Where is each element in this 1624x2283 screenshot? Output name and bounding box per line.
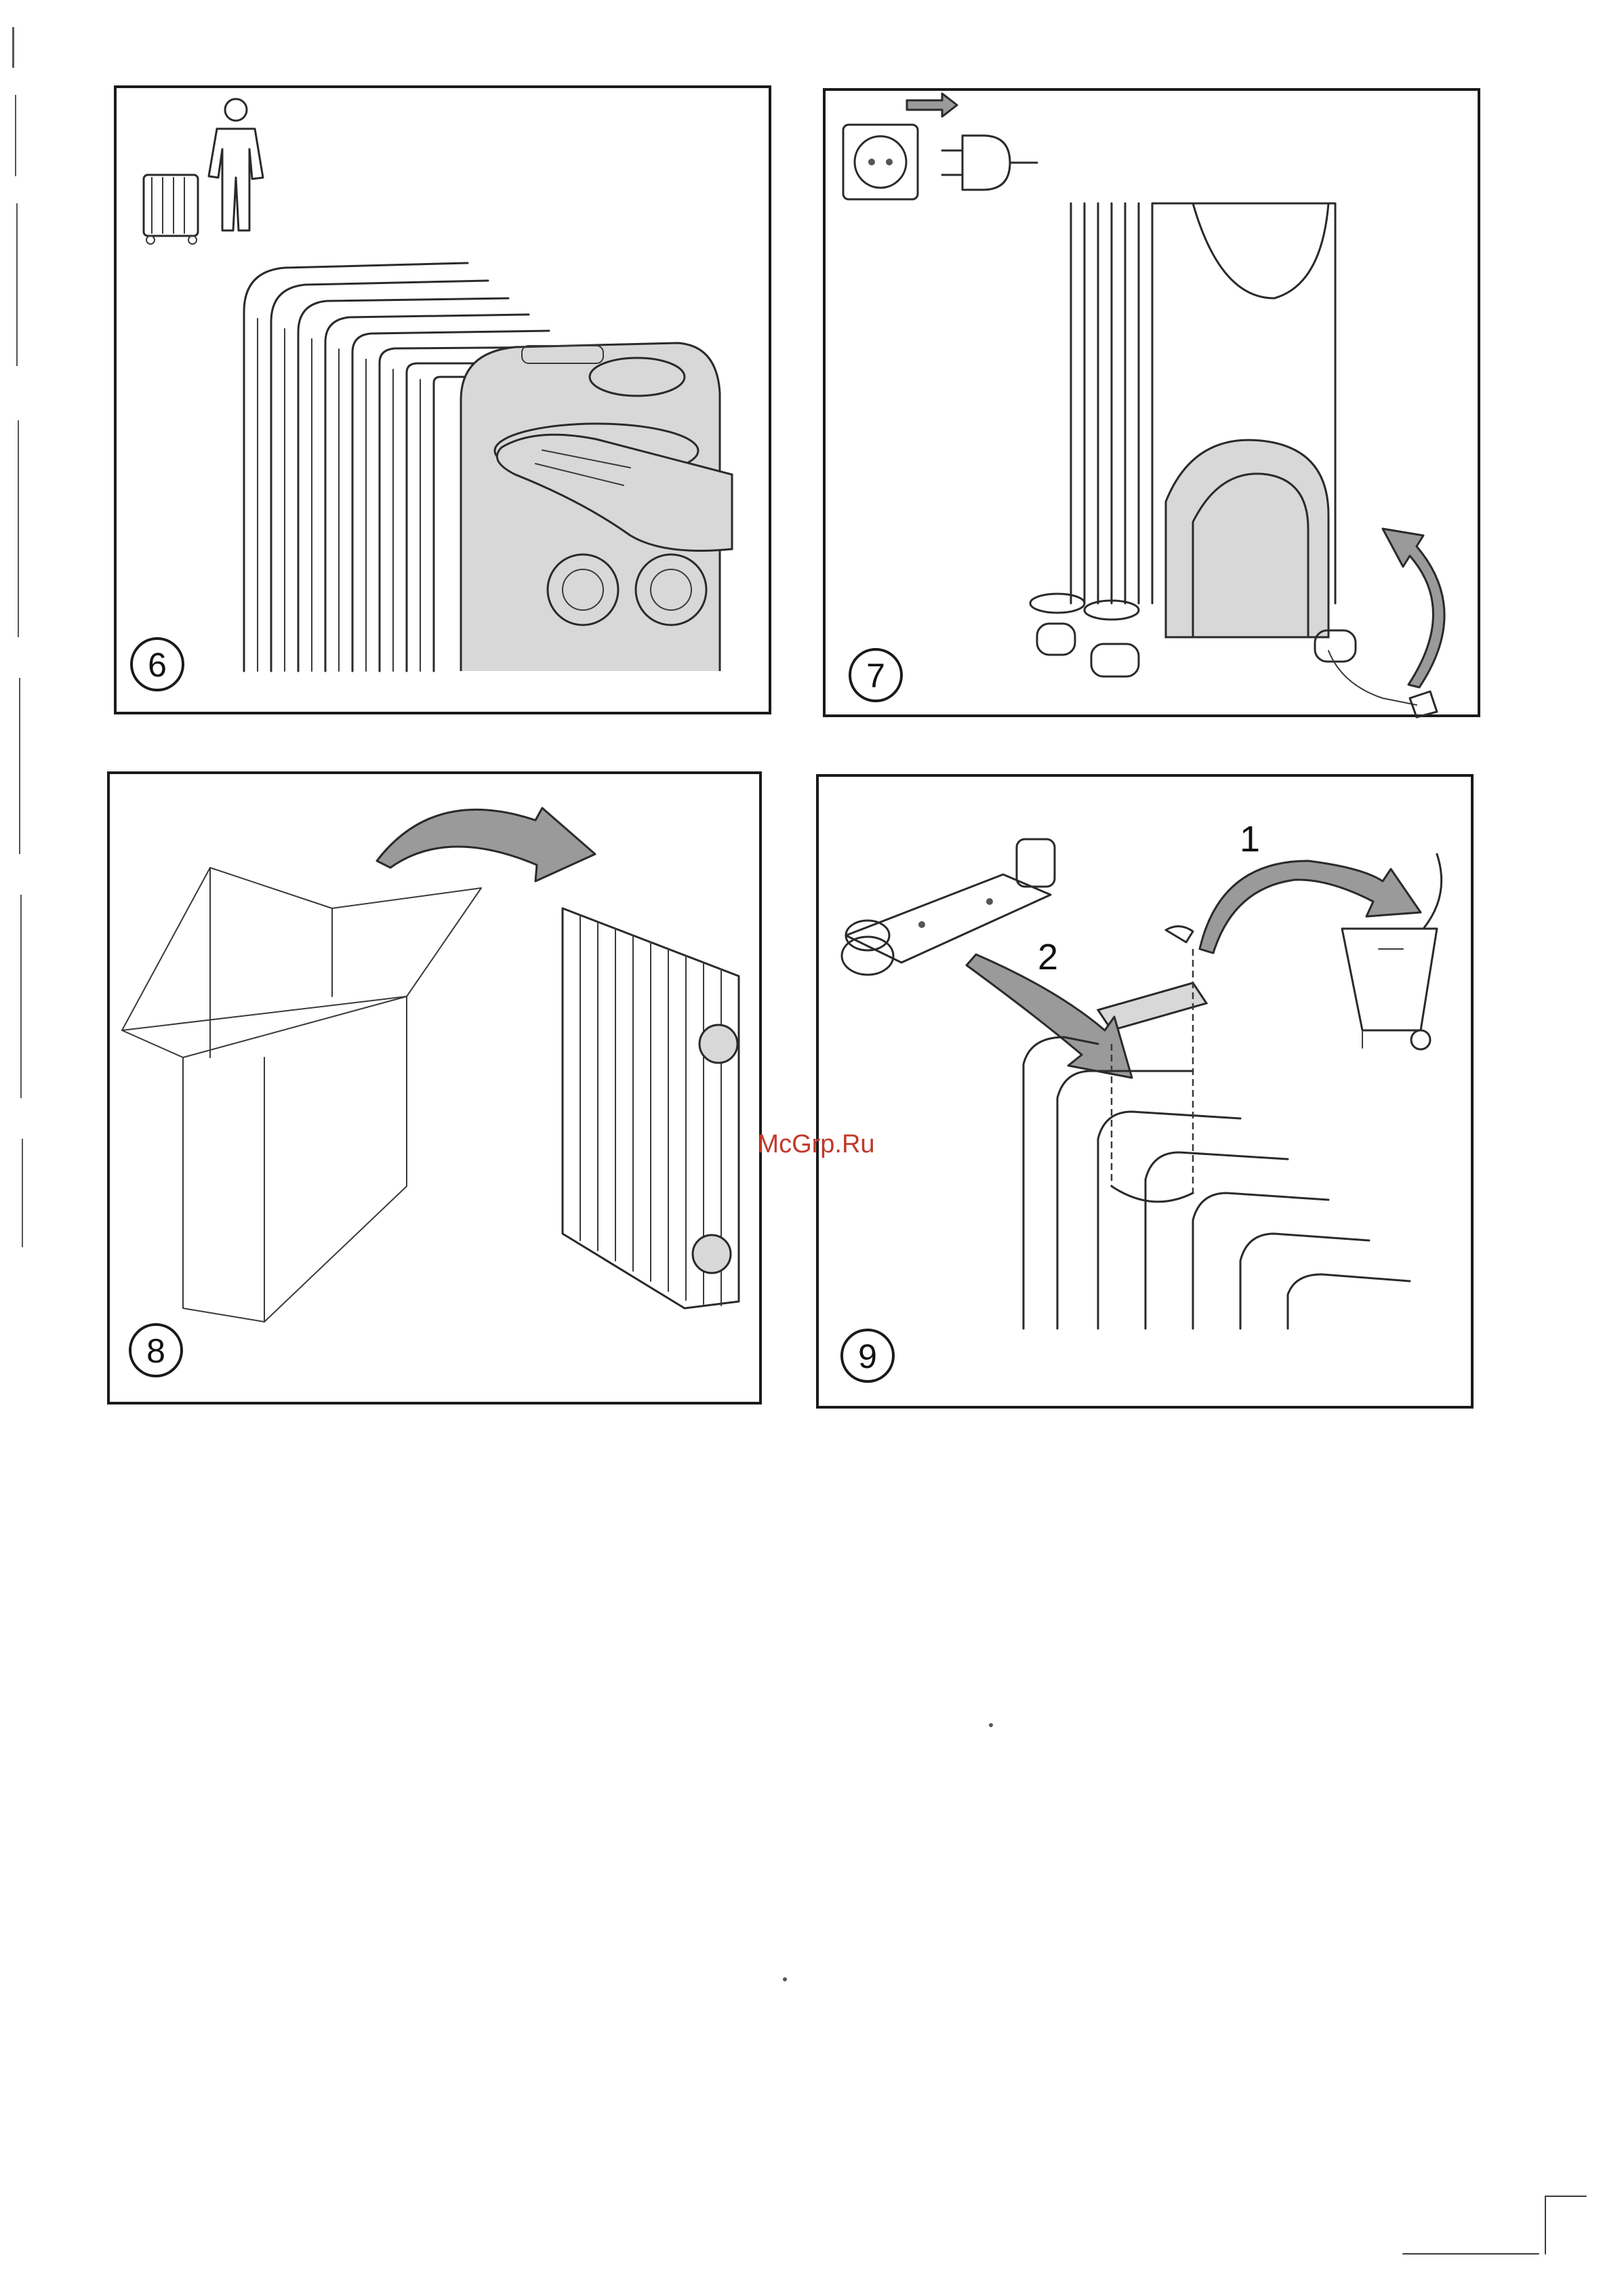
panel-step-8: 8: [108, 773, 760, 1403]
step-number: 8: [146, 1332, 165, 1370]
panel-step-7: 7: [824, 89, 1479, 717]
step-number: 9: [858, 1337, 877, 1375]
order-label-2: 2: [1038, 937, 1058, 977]
panel-step-6: 6: [115, 87, 770, 713]
watermark: McGrp.Ru: [757, 1130, 874, 1158]
step-number: 7: [866, 657, 885, 695]
corner-mark: [1403, 2196, 1586, 2254]
order-label-1: 1: [1240, 819, 1260, 860]
panel-step-9: 2 1 9: [817, 775, 1472, 1407]
step-number: 6: [148, 646, 167, 684]
panel-8-frame: [108, 773, 760, 1403]
